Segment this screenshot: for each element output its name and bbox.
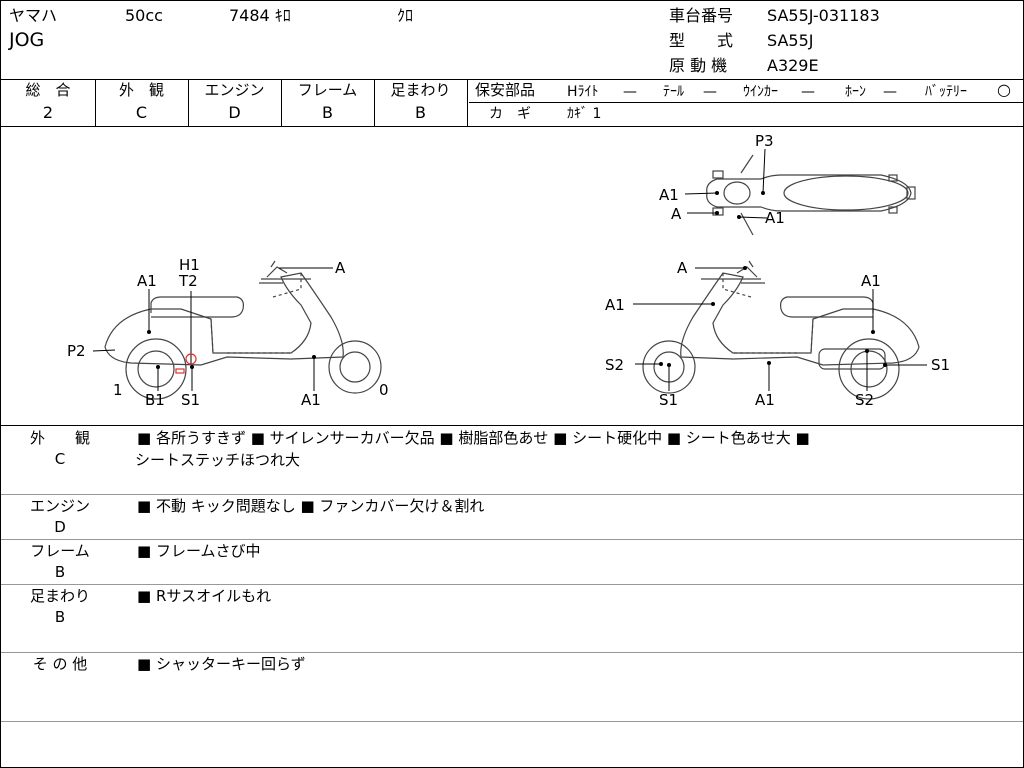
remark-text-suspension: ■ Rサスオイルもれ <box>137 587 272 605</box>
grade-label-suspension: 足まわり <box>390 81 451 99</box>
grade-table-bottom-border <box>1 126 1023 127</box>
key-label: カ ギ <box>489 106 531 122</box>
remark-category-engine: エンジン <box>29 497 90 515</box>
left-side-view-scooter <box>104 260 382 400</box>
label-right-s1-rear: S1 <box>931 356 950 374</box>
grade-value-engine: D <box>228 103 241 122</box>
remark-category-other: そ の 他 <box>32 655 88 673</box>
label-right-a1-front: A1 <box>605 296 625 314</box>
color: ｸﾛ <box>397 6 414 25</box>
remark-grade-appearance: C <box>54 450 66 468</box>
grade-label-appearance: 外 観 <box>118 81 164 99</box>
grade-value-overall: 2 <box>42 103 54 122</box>
remark-grade-frame: B <box>54 563 66 581</box>
label-top-p3: P3 <box>755 132 774 150</box>
label-left-s1: S1 <box>181 391 200 409</box>
remark-category-suspension: 足まわり <box>29 587 90 605</box>
grade-label-frame: フレーム <box>297 81 358 99</box>
label-left-t2: T2 <box>178 272 198 290</box>
grade-value-suspension: B <box>415 103 426 122</box>
displacement: 50cc <box>125 6 163 25</box>
safety-tail-status: — <box>703 84 717 100</box>
remark-category-appearance: 外 観 <box>29 429 90 447</box>
remark-text-frame: ■ フレームさび中 <box>137 542 261 560</box>
safety-horn-status: — <box>883 84 897 100</box>
model-name: JOG <box>9 29 45 51</box>
safety-winker: ｳｲﾝｶｰ <box>743 84 778 100</box>
remark-grade-engine: D <box>54 518 66 536</box>
safety-tail: ﾃｰﾙ <box>663 84 684 100</box>
remark-text-appearance-2: シートステッチほつれ大 <box>135 451 301 469</box>
key-value: ｶｷﾞ 1 <box>567 106 602 122</box>
safety-parts-label: 保安部品 <box>475 81 536 99</box>
engine-value: A329E <box>767 56 819 75</box>
safety-battery: ﾊﾞｯﾃﾘｰ <box>925 84 967 100</box>
label-right-s2-front: S2 <box>605 356 624 374</box>
damage-diagram: P3 A1 A A1 A1 H1 T2 A P2 1 B1 S1 A1 0 A … <box>67 132 950 409</box>
label-left-a1-seat: A1 <box>137 272 157 290</box>
remark-grade-suspension: B <box>54 608 66 626</box>
label-left-b1: B1 <box>145 391 165 409</box>
maker: ヤマハ <box>9 6 58 25</box>
type-label: 型 式 <box>669 31 734 50</box>
safety-headlight: Hﾗｲﾄ <box>567 84 599 100</box>
top-view-scooter <box>706 154 916 236</box>
safety-horn: ﾎｰﾝ <box>845 84 866 100</box>
label-right-s1-bottom: S1 <box>659 391 678 409</box>
remarks-top-border <box>1 425 1023 426</box>
label-right-a: A <box>677 259 688 277</box>
safety-row-divider <box>469 102 1023 103</box>
remark-text-appearance-1: ■ 各所うすきず ■ サイレンサーカバー欠品 ■ 樹脂部色あせ ■ シート硬化中… <box>137 429 810 447</box>
label-left-a1-bottom: A1 <box>301 391 321 409</box>
label-top-a1-right: A1 <box>765 209 785 227</box>
grade-value-frame: B <box>322 103 333 122</box>
grade-value-appearance: C <box>135 103 148 122</box>
right-side-view-scooter <box>642 260 920 400</box>
label-left-1: 1 <box>113 381 123 399</box>
label-right-a1-bottom: A1 <box>755 391 775 409</box>
grade-label-overall: 総 合 <box>25 81 71 99</box>
type-value: SA55J <box>767 31 814 50</box>
label-top-a1-left: A1 <box>659 186 679 204</box>
label-left-h1: H1 <box>179 256 200 274</box>
label-left-p2: P2 <box>67 342 86 360</box>
remark-text-other: ■ シャッターキー回らず <box>137 655 306 673</box>
label-top-a: A <box>671 205 682 223</box>
safety-headlight-status: — <box>623 84 637 100</box>
frame-number-label: 車台番号 <box>669 6 734 25</box>
remark-category-frame: フレーム <box>30 542 90 560</box>
label-left-a: A <box>335 259 346 277</box>
safety-winker-status: — <box>801 84 815 100</box>
frame-number: SA55J-031183 <box>767 6 880 25</box>
mileage: 7484 ｷﾛ <box>229 6 291 25</box>
engine-label: 原 動 機 <box>669 56 728 75</box>
grade-table-top-border <box>1 79 1023 80</box>
grade-label-engine: エンジン <box>204 81 265 99</box>
safety-battery-status: ○ <box>997 80 1011 99</box>
label-right-s2-bottom: S2 <box>855 391 874 409</box>
label-left-0: 0 <box>379 381 389 399</box>
label-right-a1-seat: A1 <box>861 272 881 290</box>
remark-text-engine: ■ 不動 キック問題なし ■ ファンカバー欠け＆割れ <box>137 497 485 515</box>
